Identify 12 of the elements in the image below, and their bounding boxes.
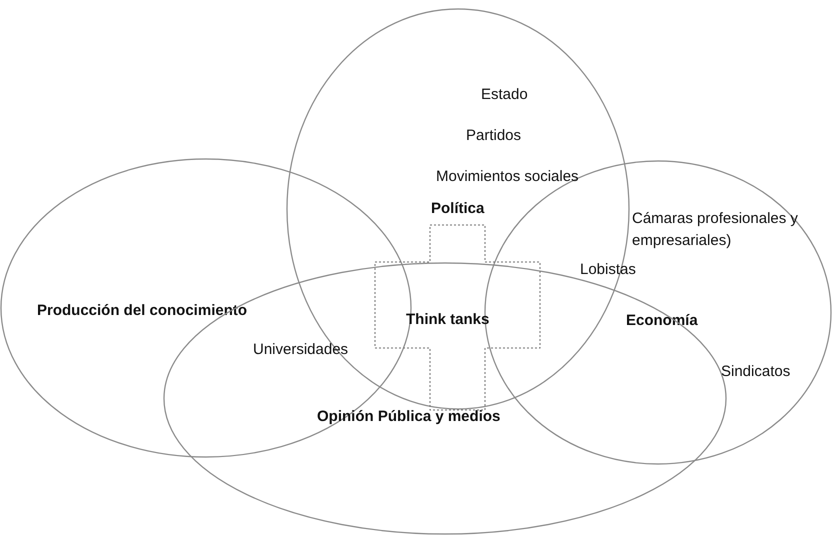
group-heading: Opinión Pública y medios bbox=[317, 408, 500, 426]
item-label: Partidos bbox=[466, 127, 522, 145]
group-heading: Economía bbox=[626, 312, 698, 330]
group-heading: Política bbox=[431, 200, 484, 218]
item-label: Sindicatos bbox=[721, 363, 790, 381]
item-label: Movimientos sociales bbox=[436, 168, 579, 186]
item-label: Lobistas bbox=[580, 261, 636, 279]
item-label: Universidades bbox=[253, 341, 348, 359]
group-heading: Think tanks bbox=[406, 311, 490, 329]
item-label: Estado bbox=[481, 86, 528, 104]
item-label: Cámaras profesionales y empresariales) bbox=[632, 209, 799, 251]
group-heading: Producción del conocimiento bbox=[37, 302, 248, 320]
